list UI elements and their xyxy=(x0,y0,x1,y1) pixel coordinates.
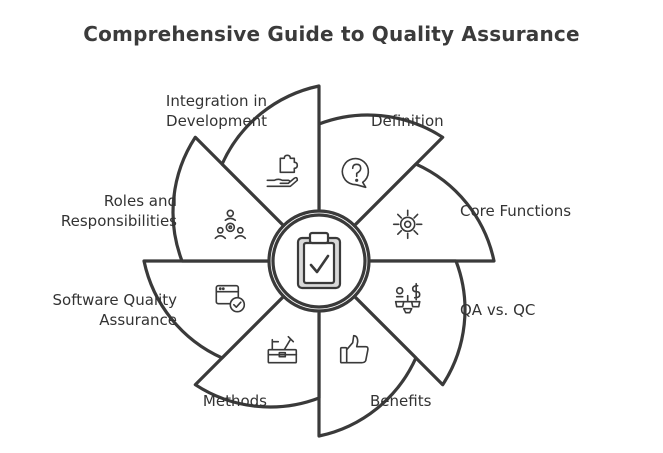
wheel-segment-6 xyxy=(142,259,286,360)
wheel-segment-3 xyxy=(352,259,467,387)
label-roles-and-responsibilities: Roles and Responsibilities xyxy=(60,192,177,230)
label-qa-vs-qc: QA vs. QC xyxy=(460,301,536,319)
wheel-segment-2 xyxy=(352,162,496,263)
hand-puzzle-icon xyxy=(266,154,299,188)
label-integration-in-development: Integration in Development xyxy=(165,92,267,130)
gear-icon xyxy=(392,209,423,240)
label-methods: Methods xyxy=(202,392,267,410)
label-software-quality-assurance: Software Quality Assurance xyxy=(52,291,178,329)
team-gear-icon xyxy=(214,209,247,240)
wheel-segment-4 xyxy=(317,294,418,438)
question-bubble-icon xyxy=(341,157,370,189)
label-benefits: Benefits xyxy=(370,392,432,410)
label-definition: Definition xyxy=(371,112,444,130)
clipboard-check-icon xyxy=(296,231,342,290)
browser-check-icon xyxy=(215,284,246,313)
wheel-segment-8 xyxy=(220,84,321,228)
toolbox-icon xyxy=(267,335,298,364)
wheel-segment-1 xyxy=(317,113,445,228)
balance-scale-icon xyxy=(394,282,421,314)
thumbs-up-icon xyxy=(339,334,369,364)
wheel-segment-5 xyxy=(193,294,321,409)
label-core-functions: Core Functions xyxy=(460,202,572,220)
diagram-title: Comprehensive Guide to Quality Assurance xyxy=(83,22,580,46)
wheel-segment-7 xyxy=(171,135,286,263)
